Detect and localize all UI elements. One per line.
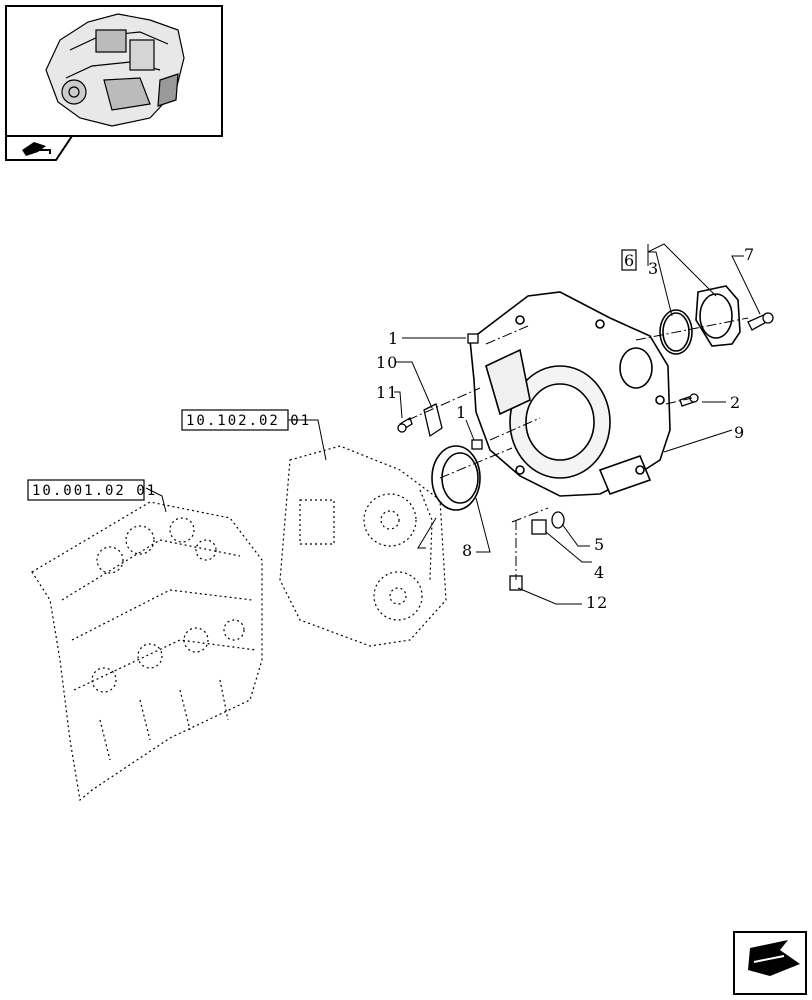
next-page-arrow-icon <box>748 940 800 976</box>
thumbnail-panel[interactable] <box>5 5 223 137</box>
bolt-2[interactable] <box>679 393 699 407</box>
kit-box[interactable]: 6 <box>621 249 637 271</box>
callout-3: 3 <box>648 259 659 278</box>
callout-12: 12 <box>586 593 608 612</box>
timing-cover[interactable] <box>469 291 671 497</box>
engine-block-ghost <box>31 501 263 802</box>
model-nav-tab[interactable] <box>5 135 74 161</box>
callout-11: 11 <box>376 383 398 402</box>
callout-7: 7 <box>744 245 755 264</box>
callout-1-mid: 1 <box>456 403 467 422</box>
seal-ring[interactable] <box>659 309 693 355</box>
callout-9: 9 <box>734 423 745 442</box>
next-page-button[interactable] <box>733 931 807 995</box>
kit-label: 6 <box>624 251 635 270</box>
assembly-axes <box>407 317 749 580</box>
ref-gear-case-text: 10.102.02 01 <box>186 413 311 429</box>
callout-10: 10 <box>376 353 398 372</box>
ref-box-gear-case[interactable]: 10.102.02 01 <box>181 409 311 431</box>
callout-leaders <box>145 243 761 605</box>
crankshaft-seal[interactable] <box>431 445 481 511</box>
callout-4: 4 <box>594 563 605 582</box>
washer-5[interactable] <box>551 511 565 529</box>
back-to-model-icon <box>22 142 51 156</box>
callout-5: 5 <box>594 535 605 554</box>
plug-1-top[interactable] <box>467 333 479 344</box>
callout-8: 8 <box>462 541 473 560</box>
callout-2: 2 <box>730 393 741 412</box>
bolt-7[interactable] <box>747 312 774 331</box>
plug-1-mid[interactable] <box>471 439 483 450</box>
plug-4[interactable] <box>531 519 547 535</box>
ref-box-engine-block[interactable]: 10.001.02 01 <box>27 479 157 501</box>
seal-housing[interactable] <box>695 285 741 347</box>
gasket-10[interactable] <box>423 403 443 438</box>
gear-case-ghost <box>279 445 447 647</box>
engine-thumbnail-icon <box>45 13 185 127</box>
callout-numbers: 1 10 11 1 8 9 2 3 7 5 4 12 <box>376 245 755 612</box>
screw-11[interactable] <box>397 417 413 433</box>
ref-engine-block-text: 10.001.02 01 <box>32 483 157 499</box>
callout-1-top: 1 <box>388 329 399 348</box>
